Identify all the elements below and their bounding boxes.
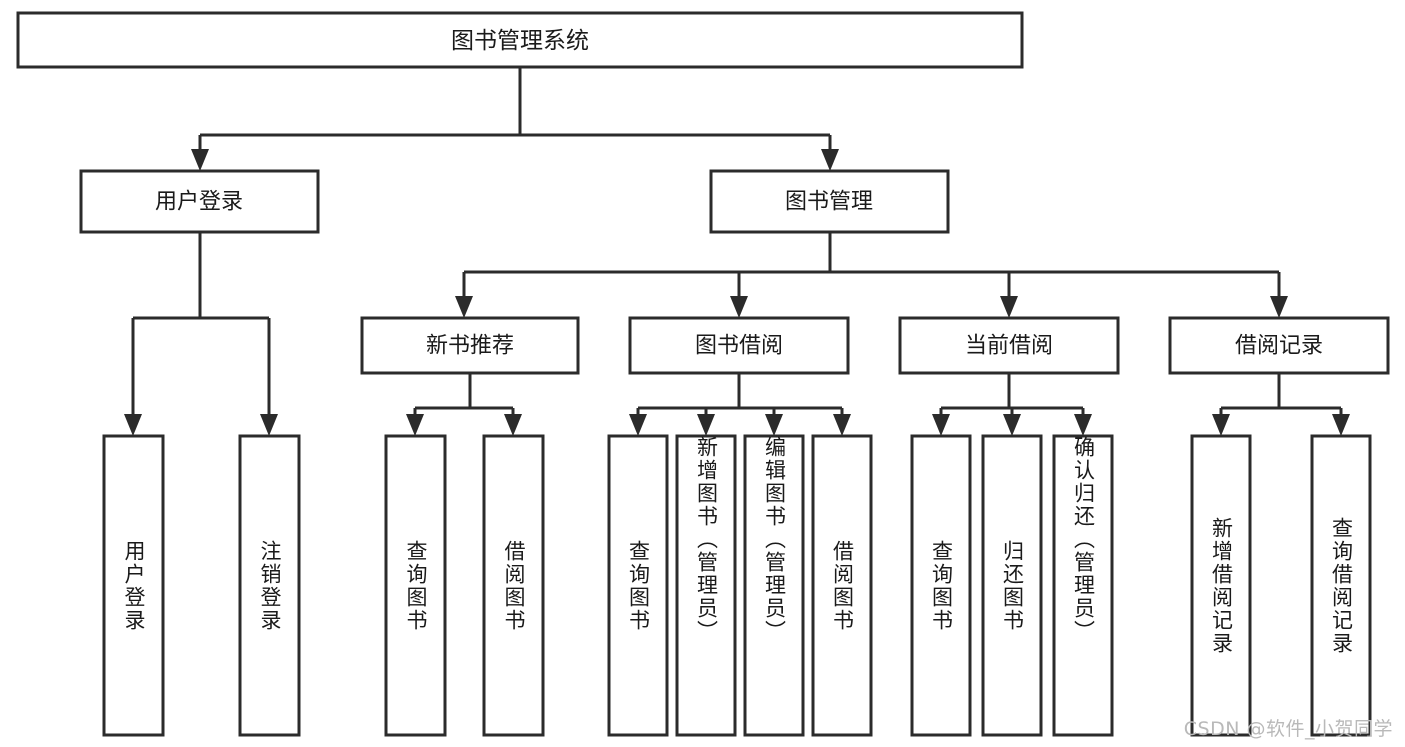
csdn-watermark: CSDN @软件_小贺同学	[1183, 718, 1393, 740]
arrow-to-new-book-recommend	[455, 296, 473, 318]
node-leaf-query-book-rec-box[interactable]	[384, 434, 447, 737]
node-leaf-add-borrow-record-box[interactable]	[1190, 434, 1252, 737]
connector-group-new-book-recommend	[406, 373, 522, 436]
arrow-to-leaf-query-book-borrow	[629, 414, 647, 436]
arrow-to-leaf-confirm-return-admin	[1074, 414, 1092, 436]
node-borrow-record-box[interactable]	[1168, 316, 1390, 375]
node-new-book-recommend[interactable]: 新书推荐	[360, 316, 580, 375]
node-root-box[interactable]	[16, 11, 1024, 69]
node-root-label: 图书管理系统	[451, 28, 589, 54]
node-book-manage[interactable]: 图书管理	[709, 169, 950, 234]
arrow-to-leaf-borrow-book-rec	[504, 414, 522, 436]
arrow-root-to-book-manage	[821, 149, 839, 171]
node-current-borrow[interactable]: 当前借阅	[898, 316, 1120, 375]
node-leaf-query-book-borrow-box[interactable]	[607, 434, 669, 737]
node-leaf-edit-book-admin-box[interactable]	[743, 434, 805, 737]
arrow-to-leaf-return-book	[1003, 414, 1021, 436]
arrow-to-leaf-borrow-book	[833, 414, 851, 436]
arrow-to-book-borrow	[730, 296, 748, 318]
node-borrow-record[interactable]: 借阅记录	[1168, 316, 1390, 375]
arrow-to-leaf-query-borrow-record	[1332, 414, 1350, 436]
arrow-to-leaf-add-book-admin	[697, 414, 715, 436]
node-book-manage-label: 图书管理	[785, 190, 873, 215]
connector-group-user-login	[124, 232, 278, 436]
node-current-borrow-label: 当前借阅	[965, 334, 1053, 359]
node-book-borrow-label: 图书借阅	[695, 334, 783, 359]
arrow-to-leaf-add-borrow-record	[1212, 414, 1230, 436]
node-new-book-recommend-label: 新书推荐	[426, 334, 514, 359]
node-leaf-query-book-cur-box[interactable]	[910, 434, 972, 737]
connector-group-root	[191, 67, 839, 171]
arrow-to-current-borrow	[1000, 296, 1018, 318]
node-leaf-query-borrow-record-box[interactable]	[1310, 434, 1372, 737]
arrow-to-leaf-query-book-rec	[406, 414, 424, 436]
node-book-manage-box[interactable]	[709, 169, 950, 234]
arrow-to-borrow-record	[1270, 296, 1288, 318]
node-leaf-user-login-box[interactable]	[102, 434, 165, 737]
arrow-to-leaf-query-book-cur	[932, 414, 950, 436]
node-leaf-add-book-admin-box[interactable]	[675, 434, 737, 737]
arrow-root-to-user-login	[191, 149, 209, 171]
node-book-borrow[interactable]: 图书借阅	[628, 316, 850, 375]
node-root[interactable]: 图书管理系统	[16, 11, 1024, 69]
connector-group-borrow-record	[1212, 373, 1350, 436]
node-leaf-user-logout-box[interactable]	[238, 434, 301, 737]
node-leaf-confirm-return-admin-box[interactable]	[1052, 434, 1114, 737]
node-leaf-borrow-book-rec-box[interactable]	[482, 434, 545, 737]
connector-group-book-borrow	[629, 373, 851, 436]
node-user-login[interactable]: 用户登录	[79, 169, 320, 234]
arrow-to-leaf-edit-book-admin	[765, 414, 783, 436]
arrow-to-leaf-user-login	[124, 414, 142, 436]
node-user-login-box[interactable]	[79, 169, 320, 234]
connector-group-book-manage	[455, 232, 1288, 318]
leaf-boxes-group	[102, 434, 1372, 737]
node-book-borrow-box[interactable]	[628, 316, 850, 375]
node-leaf-borrow-book-box[interactable]	[811, 434, 873, 737]
node-current-borrow-box[interactable]	[898, 316, 1120, 375]
node-borrow-record-label: 借阅记录	[1235, 334, 1323, 359]
connector-group-current-borrow	[932, 373, 1092, 436]
arrow-to-leaf-user-logout	[260, 414, 278, 436]
node-leaf-return-book-box[interactable]	[981, 434, 1043, 737]
node-new-book-recommend-box[interactable]	[360, 316, 580, 375]
node-user-login-label: 用户登录	[155, 190, 243, 215]
